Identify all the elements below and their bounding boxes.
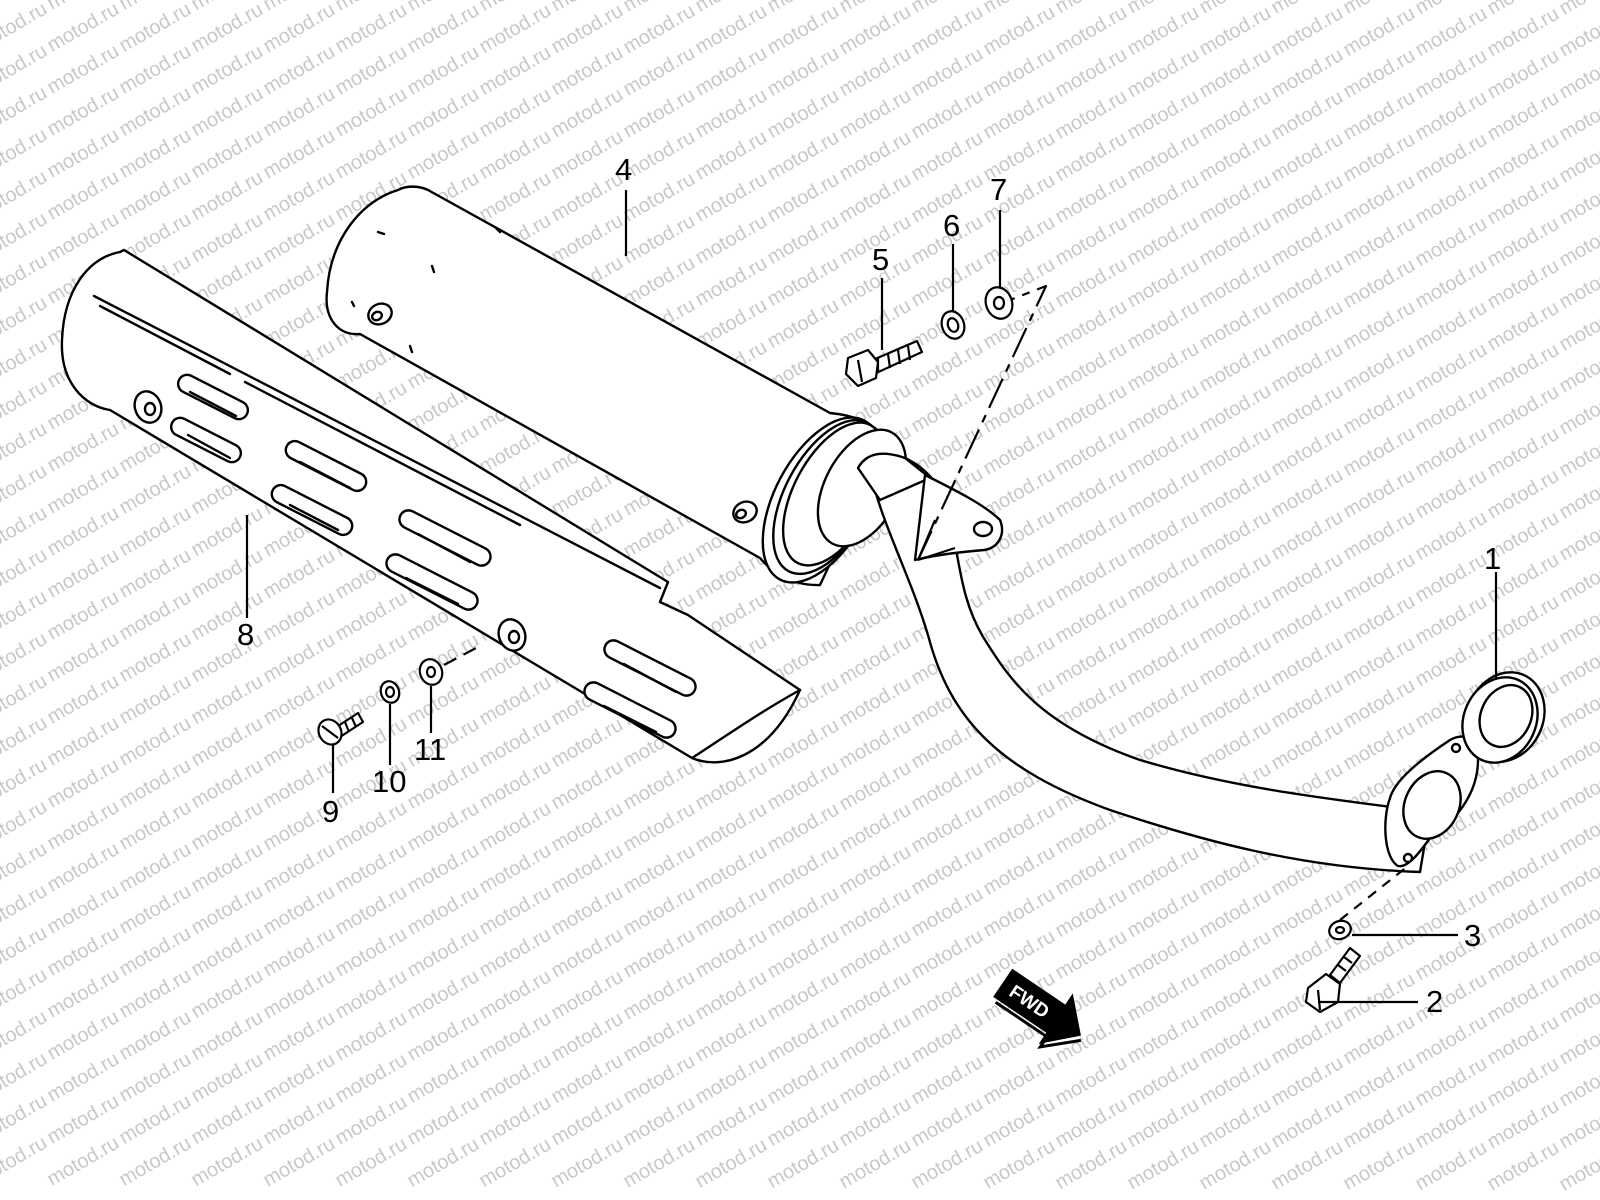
fwd-direction-arrow: FWD xyxy=(993,968,1082,1049)
callout-5: 5 xyxy=(872,242,889,277)
bolt-5 xyxy=(844,339,924,388)
screw-9 xyxy=(317,711,365,746)
callout-3: 3 xyxy=(1464,918,1481,953)
washer-7 xyxy=(984,286,1014,320)
callout-11: 11 xyxy=(414,732,446,767)
callout-10: 10 xyxy=(372,764,406,799)
gasket-1 xyxy=(1461,671,1546,764)
callout-6: 6 xyxy=(943,208,960,243)
leader-lines xyxy=(245,190,1498,1004)
assembly-line-5-6-7 xyxy=(916,284,1048,562)
exhaust-pipe xyxy=(856,452,1432,874)
callout-8: 8 xyxy=(237,617,254,652)
assembly-line-3 xyxy=(1339,865,1409,921)
assembly-line-9-10-11 xyxy=(443,647,477,666)
washer-6 xyxy=(940,310,966,340)
arrow-right-icon xyxy=(993,968,1081,1044)
callout-1: 1 xyxy=(1484,541,1501,576)
washer-3 xyxy=(1328,919,1352,941)
washer-10 xyxy=(379,680,401,704)
washer-11 xyxy=(418,658,444,686)
watermark-text: motod.ru xyxy=(0,1132,51,1191)
callout-labels: 1 2 3 4 5 6 7 8 9 10 11 xyxy=(237,152,1501,1019)
callout-2: 2 xyxy=(1426,984,1443,1019)
callout-9: 9 xyxy=(322,794,339,829)
watermark-text: motod.ru xyxy=(1556,0,1600,20)
exhaust-flange xyxy=(1384,735,1480,868)
callout-4: 4 xyxy=(615,152,632,187)
heat-shield xyxy=(60,248,802,764)
callout-7: 7 xyxy=(990,172,1007,207)
